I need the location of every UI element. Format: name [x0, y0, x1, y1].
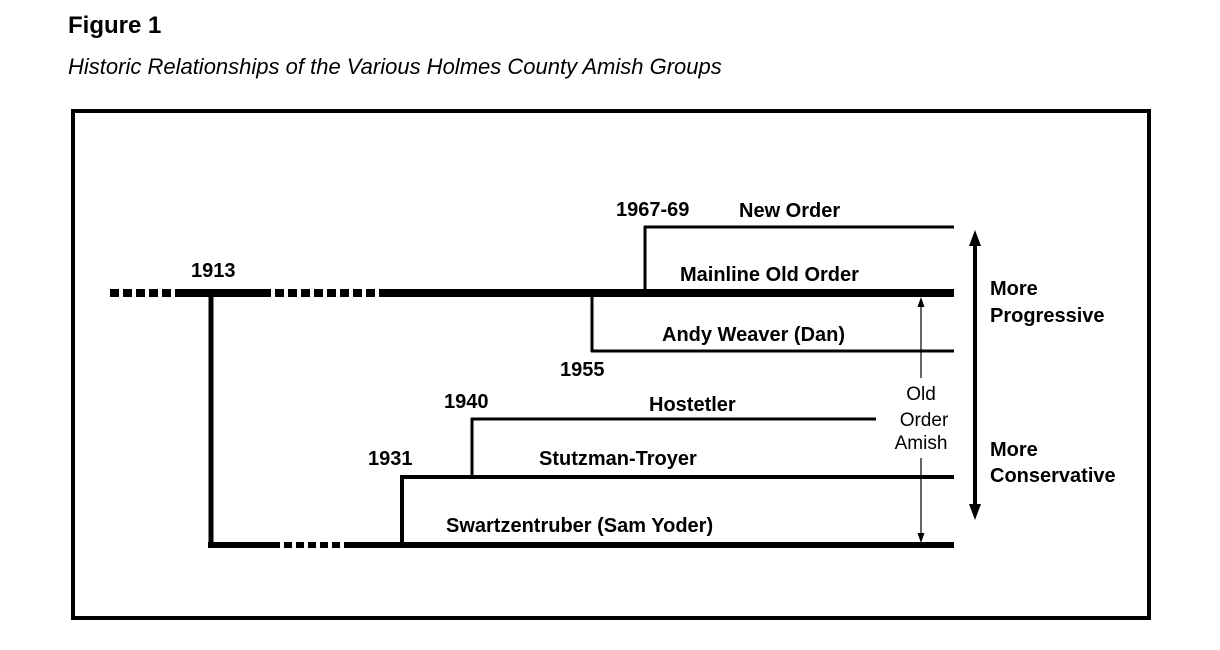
label-mainline: Mainline Old Order	[680, 264, 859, 286]
range-label-order: Order	[900, 410, 949, 431]
old-order-arrow-down	[917, 533, 925, 543]
range-label-amish: Amish	[895, 433, 948, 454]
figure-label: Figure 1	[68, 12, 162, 39]
scale-arrow-down	[969, 504, 981, 520]
year-1913: 1913	[191, 260, 236, 282]
label-more-progressive-1: More	[990, 278, 1038, 300]
year-1955: 1955	[560, 359, 605, 381]
label-more-conservative-1: More	[990, 439, 1038, 461]
label-hostetler: Hostetler	[649, 394, 736, 416]
old-order-arrow-up	[917, 297, 925, 307]
range-label-old: Old	[906, 384, 936, 405]
year-1940: 1940	[444, 391, 489, 413]
label-andy-weaver: Andy Weaver (Dan)	[662, 324, 845, 346]
label-stutzman: Stutzman-Troyer	[539, 448, 697, 470]
label-more-progressive-2: Progressive	[990, 305, 1105, 327]
label-more-conservative-2: Conservative	[990, 465, 1116, 487]
figure-caption: Historic Relationships of the Various Ho…	[68, 54, 722, 79]
label-swartzentruber: Swartzentruber (Sam Yoder)	[446, 515, 713, 537]
year-1931: 1931	[368, 448, 413, 470]
scale-arrow-up	[969, 230, 981, 246]
year-1967: 1967-69	[616, 199, 689, 221]
diagram-frame	[71, 109, 1151, 620]
label-new-order: New Order	[739, 200, 840, 222]
